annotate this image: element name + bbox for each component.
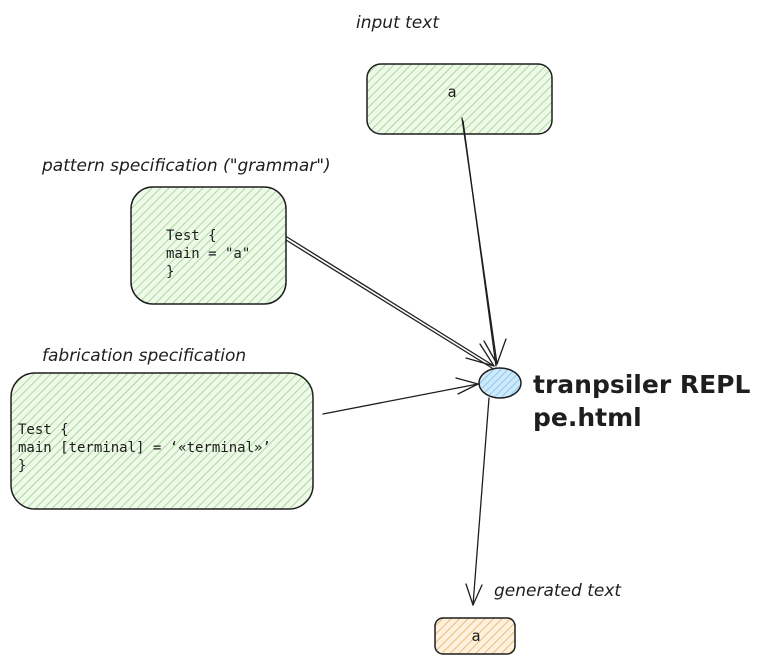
transpiler-node[interactable]	[478, 367, 522, 399]
arrow-fabrication-to-transpiler	[322, 377, 479, 415]
grammar-line-3: }	[166, 264, 174, 280]
output-box[interactable]: a	[434, 617, 516, 655]
fabrication-line-1: Test {	[18, 422, 69, 438]
grammar-box[interactable]: Test { main = "a" }	[130, 186, 287, 305]
grammar-line-1: Test {	[166, 228, 217, 244]
input-text-label: input text	[356, 13, 440, 33]
input-box[interactable]: a	[366, 63, 553, 135]
transpiler-file: pe.html	[533, 403, 642, 432]
fabrication-box[interactable]: Test { main [terminal] = ‘«terminal»’ }	[10, 372, 314, 510]
input-box-text: a	[447, 83, 456, 101]
arrow-transpiler-to-output	[465, 397, 490, 606]
transpiler-title: tranpsiler REPL	[533, 370, 751, 399]
grammar-line-2: main = "a"	[166, 246, 250, 262]
arrow-input-to-transpiler	[461, 117, 507, 367]
arrow-grammar-to-transpiler	[285, 236, 495, 369]
fabrication-line-2: main [terminal] = ‘«terminal»’	[18, 440, 271, 456]
generated-text-label: generated text	[494, 581, 622, 601]
arrows	[285, 117, 507, 606]
output-box-text: a	[471, 627, 480, 645]
pattern-spec-label: pattern specification ("grammar")	[41, 156, 331, 176]
fabrication-spec-label: fabrication specification	[42, 346, 246, 366]
fabrication-line-3: }	[18, 458, 26, 474]
